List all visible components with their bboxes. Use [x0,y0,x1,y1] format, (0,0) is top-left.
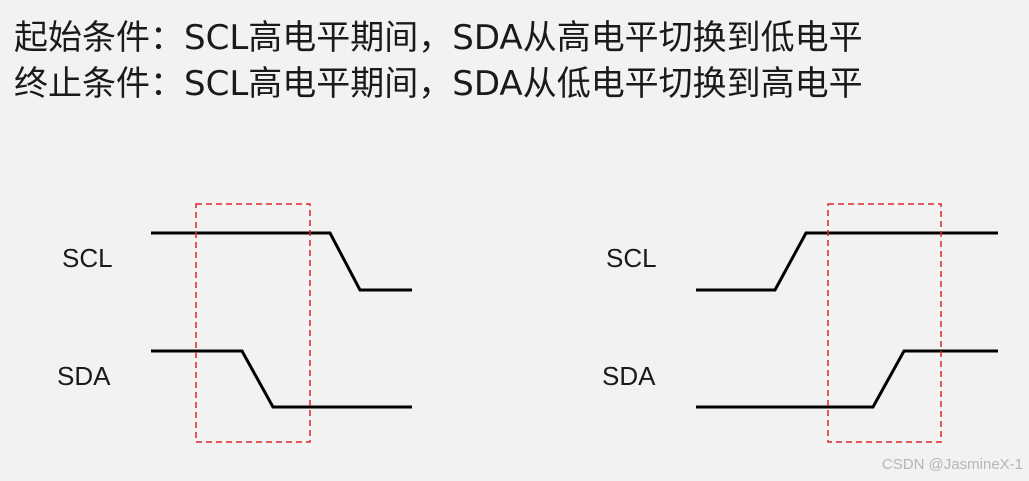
stop-condition-text: 终止条件：SCL高电平期间，SDA从低电平切换到高电平 [14,64,863,104]
start-scl-waveform [151,231,412,292]
stop-sda-label: SDA [602,361,656,391]
stop-scl-waveform [696,231,998,292]
stop-condition-highlight [827,203,942,443]
start-condition-highlight [195,203,311,443]
start-condition-diagram [151,203,412,443]
start-sda-label: SDA [57,361,111,391]
start-condition-text: 起始条件：SCL高电平期间，SDA从高电平切换到低电平 [14,18,863,58]
start-scl-label: SCL [62,243,113,273]
start-sda-waveform [151,349,412,409]
watermark: CSDN @JasmineX-1 [881,456,1023,473]
stop-scl-label: SCL [606,243,657,273]
stop-sda-waveform [696,349,998,409]
stop-condition-diagram [696,203,998,443]
